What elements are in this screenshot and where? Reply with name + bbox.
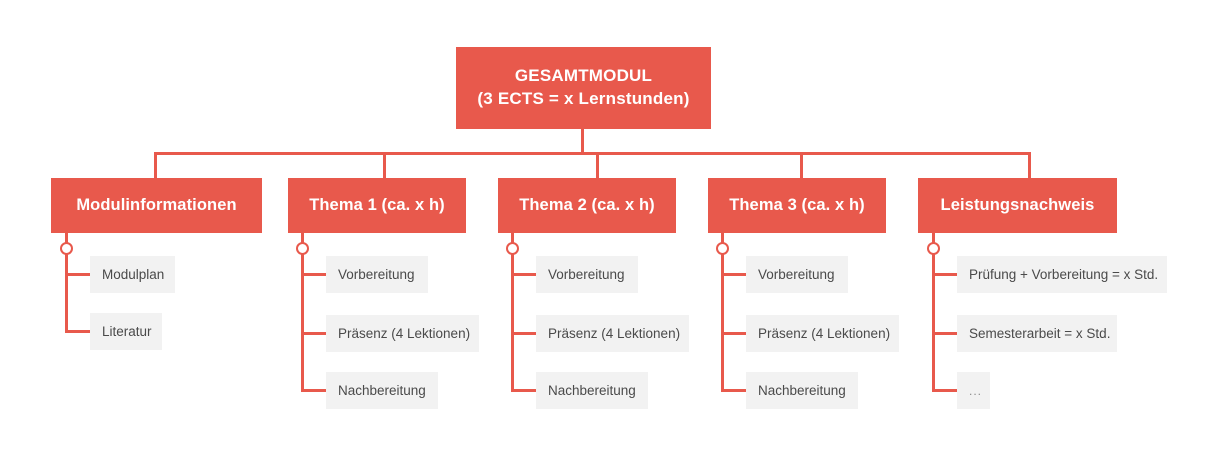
connector-elbow-b4-2	[721, 332, 748, 335]
connector-stem-b5	[932, 233, 935, 243]
leaf-praesenz-t2[interactable]: Präsenz (4 Lektionen)	[536, 315, 689, 352]
connector-drop-5	[1028, 152, 1031, 178]
leaf-label: Vorbereitung	[548, 267, 625, 282]
connector-drop-1	[154, 152, 157, 178]
branch-node-thema-3[interactable]: Thema 3 (ca. x h)	[708, 178, 886, 233]
connector-elbow-b1-2	[65, 330, 92, 333]
leaf-nachbereitung-t1[interactable]: Nachbereitung	[326, 372, 438, 409]
branch-label: Thema 1 (ca. x h)	[309, 196, 445, 215]
leaf-label: Präsenz (4 Lektionen)	[758, 326, 891, 341]
connector-drop-3	[596, 152, 599, 178]
branch-node-leistungsnachweis[interactable]: Leistungsnachweis	[918, 178, 1117, 233]
leaf-label: Präsenz (4 Lektionen)	[548, 326, 681, 341]
branch-label: Thema 3 (ca. x h)	[729, 196, 865, 215]
connector-drop-4	[800, 152, 803, 178]
leaf-semesterarbeit[interactable]: Semesterarbeit = x Std.	[957, 315, 1117, 352]
branch-node-thema-1[interactable]: Thema 1 (ca. x h)	[288, 178, 466, 233]
branch-node-modulinformationen[interactable]: Modulinformationen	[51, 178, 262, 233]
connector-elbow-b3-3	[511, 389, 538, 392]
connector-drop-2	[383, 152, 386, 178]
leaf-ellipsis[interactable]: ...	[957, 372, 990, 409]
connector-stem-b2	[301, 233, 304, 243]
root-node-line2: (3 ECTS = x Lernstunden)	[477, 89, 690, 108]
connector-elbow-b2-1	[301, 273, 328, 276]
leaf-label: Nachbereitung	[338, 383, 426, 398]
branch-node-thema-2[interactable]: Thema 2 (ca. x h)	[498, 178, 676, 233]
root-node-line1: GESAMTMODUL	[514, 66, 653, 86]
leaf-vorbereitung-t3[interactable]: Vorbereitung	[746, 256, 848, 293]
connector-elbow-b5-1	[932, 273, 959, 276]
root-node-gesamtmodul[interactable]: GESAMTMODUL (3 ECTS = x Lernstunden)	[456, 47, 711, 129]
leaf-praesenz-t1[interactable]: Präsenz (4 Lektionen)	[326, 315, 479, 352]
connector-spine-b2	[301, 254, 304, 391]
connector-elbow-b2-2	[301, 332, 328, 335]
leaf-nachbereitung-t3[interactable]: Nachbereitung	[746, 372, 858, 409]
connector-spine-b1	[65, 254, 68, 332]
connector-elbow-b4-3	[721, 389, 748, 392]
connector-horizontal-bus	[154, 152, 1031, 155]
connector-stem-b3	[511, 233, 514, 243]
leaf-vorbereitung-t1[interactable]: Vorbereitung	[326, 256, 428, 293]
connector-elbow-b1-1	[65, 273, 92, 276]
leaf-modulplan[interactable]: Modulplan	[90, 256, 175, 293]
connector-elbow-b5-3	[932, 389, 959, 392]
leaf-pruefung-vorbereitung[interactable]: Prüfung + Vorbereitung = x Std.	[957, 256, 1167, 293]
leaf-label: ...	[969, 383, 983, 398]
leaf-label: Semesterarbeit = x Std.	[969, 326, 1111, 341]
connector-stem-b4	[721, 233, 724, 243]
connector-elbow-b2-3	[301, 389, 328, 392]
leaf-label: Modulplan	[102, 267, 165, 282]
leaf-nachbereitung-t2[interactable]: Nachbereitung	[536, 372, 648, 409]
connector-spine-b4	[721, 254, 724, 391]
connector-spine-b5	[932, 254, 935, 391]
branch-label: Leistungsnachweis	[940, 196, 1095, 215]
connector-spine-b3	[511, 254, 514, 391]
leaf-label: Literatur	[102, 324, 152, 339]
connector-stem-b1	[65, 233, 68, 243]
branch-label: Modulinformationen	[76, 196, 237, 215]
leaf-literatur[interactable]: Literatur	[90, 313, 162, 350]
connector-elbow-b5-2	[932, 332, 959, 335]
leaf-label: Präsenz (4 Lektionen)	[338, 326, 471, 341]
leaf-label: Prüfung + Vorbereitung = x Std.	[969, 267, 1159, 282]
branch-label: Thema 2 (ca. x h)	[519, 196, 655, 215]
leaf-label: Nachbereitung	[548, 383, 636, 398]
connector-elbow-b3-2	[511, 332, 538, 335]
connector-root-stem	[581, 129, 584, 154]
leaf-label: Vorbereitung	[758, 267, 835, 282]
leaf-label: Vorbereitung	[338, 267, 415, 282]
leaf-label: Nachbereitung	[758, 383, 846, 398]
leaf-vorbereitung-t2[interactable]: Vorbereitung	[536, 256, 638, 293]
connector-elbow-b3-1	[511, 273, 538, 276]
leaf-praesenz-t3[interactable]: Präsenz (4 Lektionen)	[746, 315, 899, 352]
connector-elbow-b4-1	[721, 273, 748, 276]
